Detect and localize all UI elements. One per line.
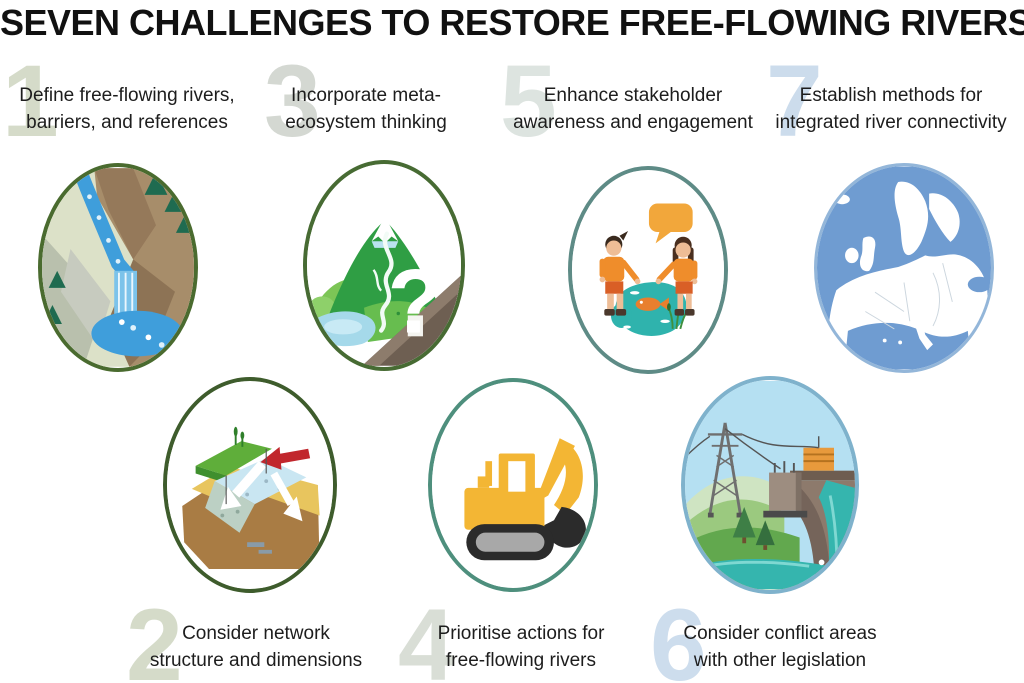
challenge-6-number: 6 bbox=[650, 588, 707, 683]
challenge-5-number: 5 bbox=[500, 44, 557, 158]
hydropower-dam-icon bbox=[685, 380, 855, 590]
challenge-2-label: Consider network structure and dimension… bbox=[149, 623, 363, 671]
challenge-3-header: 3 Incorporate meta- ecosystem thinking bbox=[258, 50, 474, 187]
challenge-6-illustration bbox=[681, 376, 859, 594]
challenge-1-number: 1 bbox=[2, 44, 59, 158]
challenge-1-header: 1 Define free-flowing rivers, barriers, … bbox=[2, 50, 252, 187]
challenge-6-header: 6 Consider conflict areas with other leg… bbox=[642, 594, 918, 683]
excavator-icon bbox=[432, 383, 594, 587]
challenge-5-label: Enhance stakeholder awareness and engage… bbox=[513, 85, 753, 133]
challenge-7-illustration bbox=[814, 163, 994, 373]
challenge-7-label: Establish methods for integrated river c… bbox=[775, 85, 1007, 133]
challenge-3-illustration: ? bbox=[303, 160, 465, 371]
page-title: SEVEN CHALLENGES TO RESTORE FREE-FLOWING… bbox=[0, 2, 1024, 43]
challenge-7-header: 7 Establish methods for integrated river… bbox=[758, 50, 1024, 187]
challenge-3-label: Incorporate meta- ecosystem thinking bbox=[285, 85, 447, 133]
challenge-7-number: 7 bbox=[766, 44, 823, 158]
stakeholder-dialogue-icon bbox=[572, 171, 724, 369]
challenge-1-illustration bbox=[38, 163, 198, 372]
challenge-4-number: 4 bbox=[398, 588, 455, 683]
challenge-4-illustration bbox=[428, 378, 598, 592]
canyon-waterfall-icon bbox=[42, 168, 194, 367]
challenge-5-header: 5 Enhance stakeholder awareness and enga… bbox=[498, 50, 768, 187]
mountain-question-icon: ? bbox=[307, 165, 461, 366]
challenge-3-number: 3 bbox=[264, 44, 321, 158]
challenge-6-label: Consider conflict areas with other legis… bbox=[683, 623, 877, 671]
challenge-2-header: 2 Consider network structure and dimensi… bbox=[118, 594, 394, 683]
challenge-4-label: Prioritise actions for free-flowing rive… bbox=[437, 623, 605, 671]
challenge-1-label: Define free-flowing rivers, barriers, an… bbox=[19, 85, 235, 133]
challenge-2-number: 2 bbox=[126, 588, 183, 683]
europe-map-icon bbox=[817, 166, 991, 370]
challenge-5-illustration bbox=[568, 166, 728, 374]
challenge-4-header: 4 Prioritise actions for free-flowing ri… bbox=[390, 594, 652, 683]
svg-text:?: ? bbox=[387, 251, 443, 353]
challenge-2-illustration bbox=[163, 377, 337, 593]
river-cross-section-icon bbox=[167, 381, 333, 589]
